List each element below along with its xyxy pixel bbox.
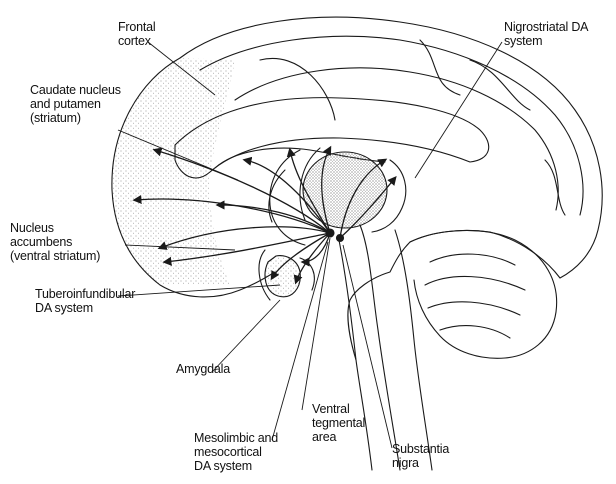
label-tuberoinfundibular: Tuberoinfundibular DA system <box>35 287 135 315</box>
amygdala-region <box>265 256 300 297</box>
label-amygdala: Amygdala <box>176 362 230 376</box>
label-vta: Ventral tegmental area <box>312 402 365 444</box>
label-frontal-cortex: Frontal cortex <box>118 20 156 48</box>
cerebellum <box>410 230 557 358</box>
label-substantia-nigra: Substantia nigra <box>392 442 449 470</box>
label-accumbens: Nucleus accumbens (ventral striatum) <box>10 221 100 263</box>
label-nigrostriatal: Nigrostriatal DA system <box>504 20 588 48</box>
label-mesolimbic: Mesolimbic and mesocortical DA system <box>194 431 278 473</box>
label-caudate: Caudate nucleus and putamen (striatum) <box>30 83 121 125</box>
